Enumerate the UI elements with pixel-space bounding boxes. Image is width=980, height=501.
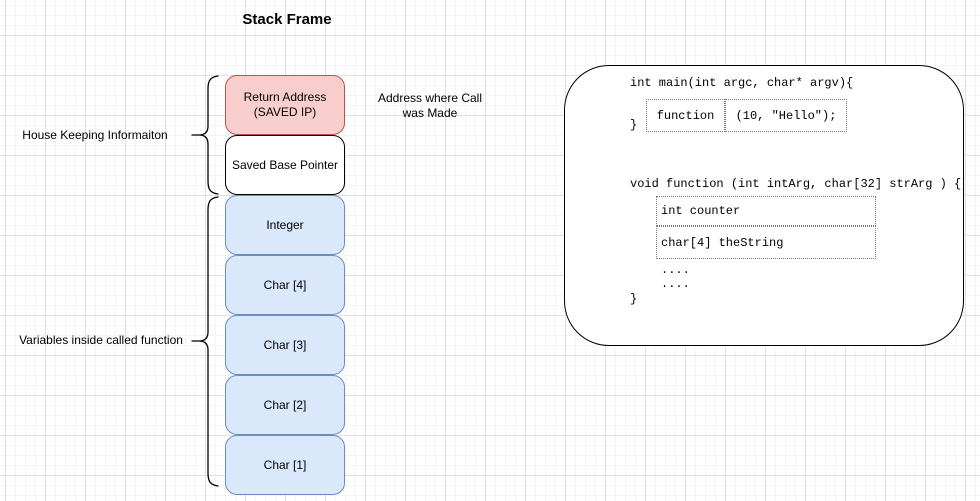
code-call-name-box: function: [646, 99, 725, 132]
code-function-close-brace: }: [630, 292, 638, 306]
stack-box-char-2: Char [2]: [225, 375, 345, 435]
house-keeping-label: House Keeping Informaiton: [22, 128, 168, 142]
stack-box-integer: Integer: [225, 195, 345, 255]
code-function-signature: void function (int intArg, char[32] strA…: [630, 177, 962, 191]
code-ellipsis-2: ....: [661, 277, 690, 291]
variables-label: Variables inside called function: [19, 333, 183, 347]
stack-box-saved-base-pointer: Saved Base Pointer: [225, 135, 345, 195]
address-note-label: Address where Call was Made: [377, 91, 483, 120]
page-title: Stack Frame: [242, 11, 332, 28]
stack-box-return-address: Return Address (SAVED IP): [225, 75, 345, 135]
stack-box-char-4: Char [4]: [225, 255, 345, 315]
stack-box-char-3: Char [3]: [225, 315, 345, 375]
stack-box-char-1: Char [1]: [225, 435, 345, 495]
code-local-int-box: int counter: [656, 196, 876, 226]
code-main-close-brace: }: [630, 118, 638, 132]
code-main-signature: int main(int argc, char* argv){: [630, 76, 854, 90]
code-call-args-box: (10, "Hello");: [725, 99, 847, 132]
code-ellipsis-1: ....: [661, 263, 690, 277]
code-block: int main(int argc, char* argv){ function…: [564, 65, 964, 346]
code-local-char-box: char[4] theString: [656, 226, 876, 259]
house-keeping-brace-icon: [191, 75, 219, 195]
